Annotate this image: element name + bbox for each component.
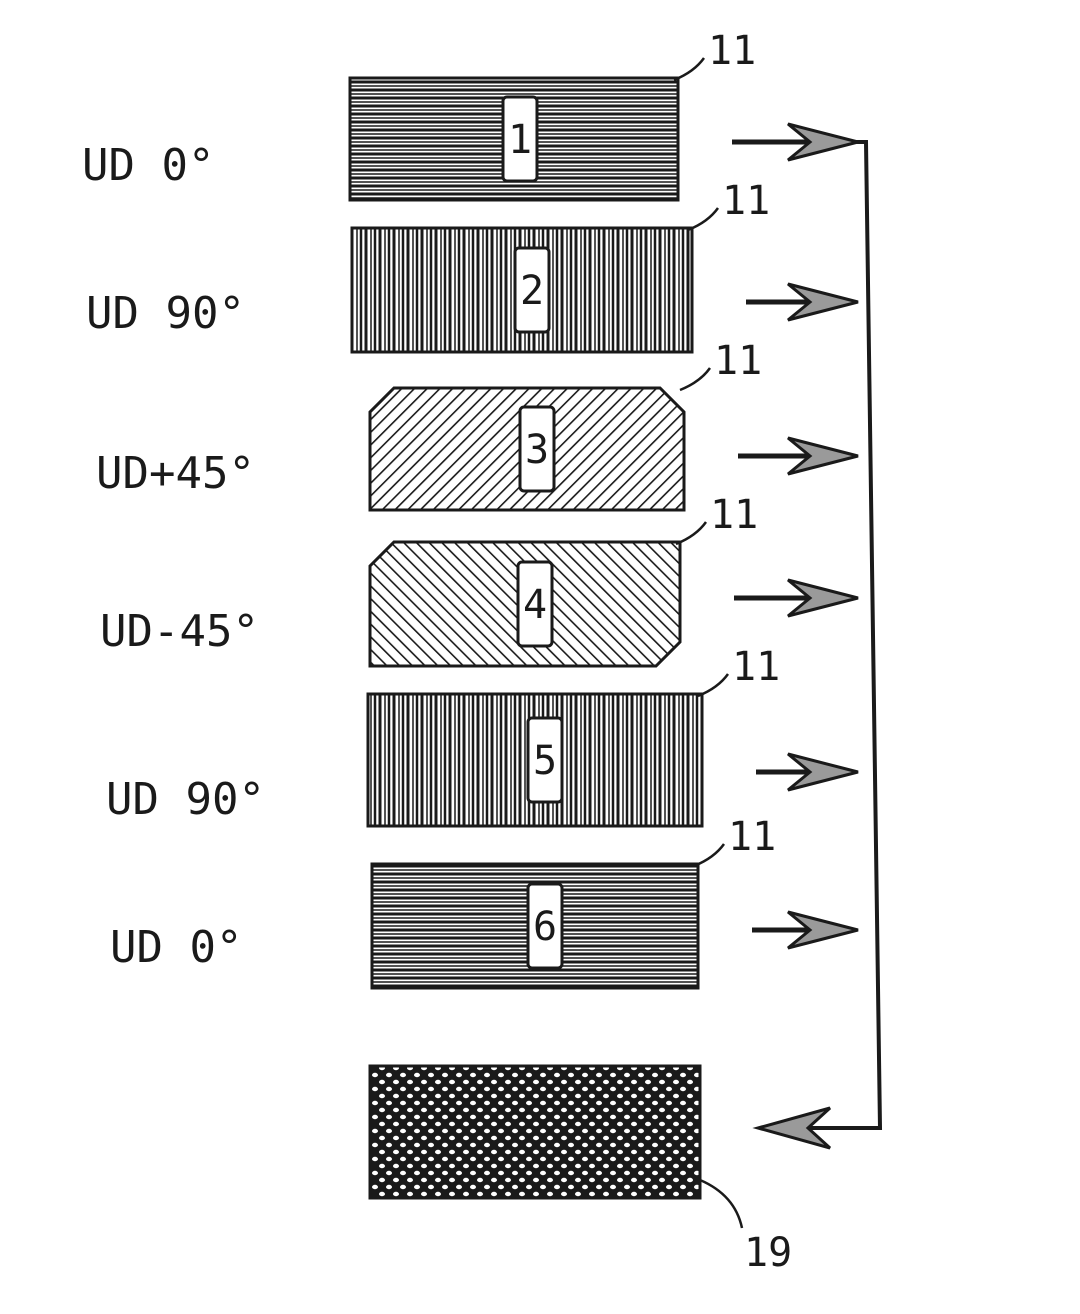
reference-leader-line	[679, 367, 712, 392]
feed-arrow-icon	[738, 436, 859, 476]
feed-arrow-icon	[746, 282, 859, 322]
ply-orientation-label: UD 90°	[86, 288, 245, 339]
ply-orientation-label: UD+45°	[96, 448, 255, 499]
reference-leader-line	[699, 1178, 744, 1229]
reference-numeral: 11	[732, 644, 780, 690]
ply-number-box	[526, 716, 564, 804]
ply-5: UD 90° 5 11	[106, 644, 859, 828]
ply-orientation-label: UD-45°	[100, 606, 259, 657]
ply-orientation-label: UD 0°	[110, 922, 242, 973]
ply-number-box	[501, 95, 539, 183]
reference-leader-line	[673, 57, 706, 82]
ply-6: UD 0° 6 11	[110, 814, 859, 990]
feed-arrow-icon	[732, 122, 859, 162]
ply-number: 3	[525, 427, 549, 473]
feed-arrow-icon	[756, 752, 859, 792]
collector-line	[760, 140, 883, 1130]
reference-numeral: 11	[714, 338, 762, 384]
reference-numeral: 19	[744, 1230, 792, 1276]
ply-orientation-label: UD 0°	[82, 140, 214, 191]
reference-leader-line	[687, 207, 720, 232]
ply-number: 6	[533, 904, 557, 950]
reference-leader-line	[693, 843, 726, 868]
ply-number: 5	[533, 738, 557, 784]
ply-number: 1	[508, 117, 532, 163]
ply-orientation-label: UD 90°	[106, 774, 265, 825]
ply-number-box	[526, 882, 564, 970]
feed-arrow-icon	[734, 578, 859, 618]
ply-number-box	[516, 560, 554, 648]
ply-1: UD 0°111	[82, 28, 859, 202]
reference-leader-line	[675, 521, 708, 546]
ply-3: UD+45° 3 11	[96, 338, 859, 512]
ply-number: 2	[520, 268, 544, 314]
ply-number-box	[513, 246, 551, 334]
ply-2: UD 90° 2 11	[86, 178, 859, 354]
feed-arrow-icon	[752, 910, 859, 950]
laminate-stack: 19	[368, 1064, 792, 1276]
reference-numeral: 11	[722, 178, 770, 224]
ply-number-box	[518, 405, 556, 493]
stack-sheet	[368, 1064, 702, 1200]
reference-numeral: 11	[708, 28, 756, 74]
reference-numeral: 11	[728, 814, 776, 860]
ply-number: 4	[523, 582, 547, 628]
reference-numeral: 11	[710, 492, 758, 538]
output-arrow-icon	[752, 1106, 832, 1150]
reference-leader-line	[697, 673, 730, 698]
ply-4: UD-45° 4 11	[100, 492, 859, 668]
